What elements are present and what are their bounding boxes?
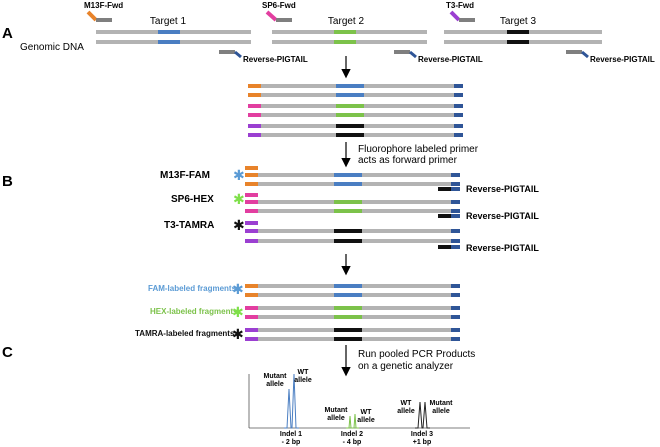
labeled-primer (245, 221, 258, 225)
star-icon-tamra-fragment: ✱ (232, 326, 244, 342)
indel-3-size: +1 bp (413, 439, 431, 446)
target-1-label: Target 1 (150, 16, 187, 27)
amplicon-set-1 (248, 84, 463, 137)
peak-label-wt-3-line2: allele (397, 408, 415, 415)
target-band-2-bottom (334, 40, 356, 44)
star-icon-hex: ✱ (233, 191, 245, 207)
amplicon-row (248, 93, 463, 97)
forward-primer-body-3 (459, 18, 475, 22)
fluorophore-label-fam: M13F-FAM (160, 170, 210, 181)
fluorophore-label-hex: SP6-HEX (171, 194, 214, 205)
indel-3-name: Indel 3 (411, 431, 433, 438)
peak-label-mutant-2-line2: allele (327, 415, 345, 422)
fluorophore-label-tamra: T3-TAMRA (164, 220, 214, 231)
star-icon-fam: ✱ (233, 167, 245, 183)
forward-primer-body-1 (96, 18, 112, 22)
forward-primer-label-3: T3-Fwd (446, 1, 474, 10)
forward-primer-tail-2 (265, 10, 278, 22)
panel-label-b: B (2, 173, 13, 190)
step-4-label-line2: on a genetic analyzer (358, 361, 454, 372)
genomic-dna-label: Genomic DNA (20, 42, 84, 53)
peak-tamra (415, 401, 430, 429)
fragment-label-tamra: TAMRA-labeled fragments (135, 329, 235, 338)
reverse-primer-tail-2 (409, 50, 417, 59)
target-band-2-top (334, 30, 356, 34)
peak-hex (346, 413, 359, 429)
reverse-primer-label-1: Reverse-PIGTAIL (243, 55, 308, 64)
peak-label-mutant-1: Mutant (264, 373, 288, 380)
indel-1-name: Indel 1 (280, 431, 302, 438)
reverse-primer-label-3: Reverse-PIGTAIL (590, 55, 655, 64)
fragment-label-hex: HEX-labeled fragments (150, 307, 238, 316)
peak-label-mutant-3-line2: allele (432, 408, 450, 415)
amplicon-row (248, 133, 463, 137)
peak-label-mutant-1-line2: allele (266, 381, 284, 388)
amplicon-set-2: Reverse-PIGTAIL Reverse-PIGTAIL Reverse-… (245, 166, 539, 253)
panel-label-a: A (2, 25, 13, 42)
target-3-label: Target 3 (500, 16, 537, 27)
peak-label-wt-3: WT (401, 400, 413, 407)
amplicon-row (248, 124, 463, 128)
step-2-label-line2: acts as forward primer (358, 155, 458, 166)
step-2-label-line1: Fluorophore labeled primer (358, 144, 479, 155)
forward-primer-tail-3 (449, 10, 461, 22)
star-icon-tamra: ✱ (233, 217, 245, 233)
indel-2-name: Indel 2 (341, 431, 363, 438)
amplicon-row (248, 113, 463, 117)
labeled-fragment-set (245, 284, 460, 341)
reverse-primer-body-1 (219, 50, 235, 54)
star-icon-fam-fragment: ✱ (232, 281, 244, 297)
forward-primer-label-2: SP6-Fwd (262, 1, 296, 10)
indel-2-size: - 4 bp (343, 439, 362, 446)
forward-primer-label-1: M13F-Fwd (84, 1, 123, 10)
target-band-3-bottom (507, 40, 529, 44)
step-4-label-line1: Run pooled PCR Products (358, 349, 475, 360)
target-2-label: Target 2 (328, 16, 365, 27)
forward-primer-tail-1 (86, 10, 98, 22)
fragment-label-fam: FAM-labeled fragments (148, 284, 237, 293)
reverse-label-fam: Reverse-PIGTAIL (466, 184, 539, 194)
reverse-primer-black (438, 245, 451, 249)
target-2-group: SP6-Fwd Target 2 Reverse-PIGTAIL (262, 1, 483, 64)
forward-primer-body-2 (276, 18, 292, 22)
reverse-primer-tail-3 (581, 50, 589, 59)
amplicon-row (248, 104, 463, 108)
star-icon-hex-fragment: ✱ (232, 304, 244, 320)
reverse-label-hex: Reverse-PIGTAIL (466, 211, 539, 221)
peak-label-wt-2: WT (361, 409, 373, 416)
peak-label-wt-2-line2: allele (357, 417, 375, 424)
peak-label-wt-1: WT (298, 369, 310, 376)
target-3-group: T3-Fwd Target 3 Reverse-PIGTAIL (444, 1, 655, 64)
indel-1-size: - 2 bp (282, 439, 301, 446)
reverse-primer-black (438, 187, 451, 191)
labeled-primer (245, 166, 258, 170)
reverse-primer-body-3 (566, 50, 582, 54)
target-band-1-top (158, 30, 180, 34)
peak-label-mutant-2: Mutant (325, 407, 349, 414)
reverse-label-tamra: Reverse-PIGTAIL (466, 243, 539, 253)
target-band-3-top (507, 30, 529, 34)
target-band-1-bottom (158, 40, 180, 44)
amplicon-row (248, 84, 463, 88)
peak-label-wt-1-line2: allele (294, 377, 312, 384)
peak-fam (284, 373, 299, 429)
reverse-primer-black (438, 214, 451, 218)
peak-label-mutant-3: Mutant (430, 400, 454, 407)
reverse-primer-tail-1 (234, 50, 242, 59)
reverse-primer-body-2 (394, 50, 410, 54)
reverse-primer-label-2: Reverse-PIGTAIL (418, 55, 483, 64)
electropherogram: Mutant allele WT allele Mutant allele WT… (248, 369, 470, 446)
panel-label-c: C (2, 344, 13, 361)
target-1-group: M13F-Fwd Target 1 Reverse-PIGTAIL (84, 1, 308, 64)
labeled-primer (245, 193, 258, 197)
